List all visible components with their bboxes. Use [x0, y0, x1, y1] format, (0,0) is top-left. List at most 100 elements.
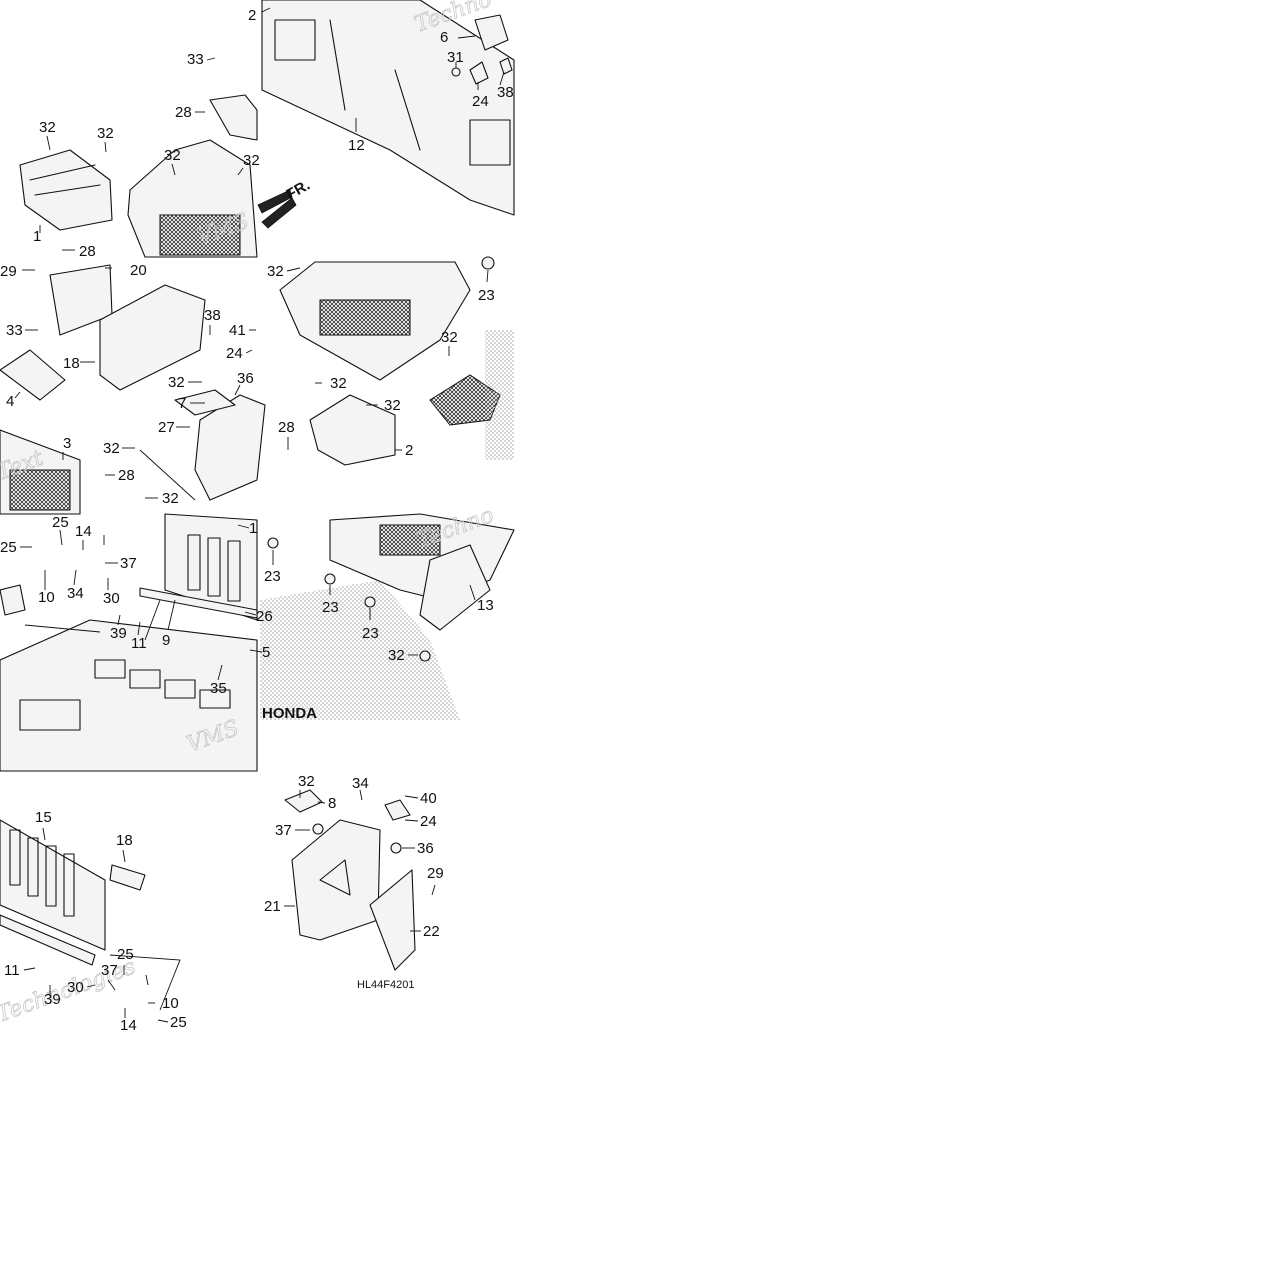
callout-label: 29: [427, 865, 444, 882]
callout-label: 32: [168, 374, 185, 391]
callout-label: 1: [33, 228, 41, 245]
callout-label: 22: [423, 923, 440, 940]
callout-label: 30: [67, 979, 84, 996]
callout-label: 28: [79, 243, 96, 260]
part-20-mudguard: [291, 819, 381, 941]
callout-leader-line: [245, 349, 253, 354]
callout-label: 38: [497, 84, 514, 101]
callout-leader-line: [107, 979, 116, 991]
callout-label: 10: [38, 589, 55, 606]
callout-leader-line: [104, 141, 107, 153]
callout-leader-line: [431, 884, 436, 896]
callout-label: 2: [248, 7, 256, 24]
callout-label: 32: [330, 375, 347, 392]
callout-label: 4: [6, 393, 14, 410]
callout-label: 36: [237, 370, 254, 387]
callout-label: 33: [6, 322, 23, 339]
callout-label: 14: [75, 523, 92, 540]
callout-label: 2: [405, 442, 413, 459]
part-side-guard: [194, 394, 266, 501]
callout-label: 23: [264, 568, 281, 585]
callout-label: 37: [101, 962, 118, 979]
callout-label: 23: [362, 625, 379, 642]
callout-leader-line: [244, 611, 257, 616]
callout-label: 31: [447, 49, 464, 66]
callout-leader-line: [59, 529, 63, 546]
callout-leader-line: [14, 391, 21, 399]
callout-label: 24: [226, 345, 243, 362]
callout-label: 6: [440, 29, 448, 46]
callout-label: 32: [162, 490, 179, 507]
callout-label: 28: [278, 419, 295, 436]
part-15-tailgate: [0, 819, 106, 951]
callout-label: 3: [63, 435, 71, 452]
callout-leader-line: [217, 664, 223, 681]
callout-leader-line: [404, 819, 419, 822]
callout-leader-line: [73, 569, 77, 586]
callout-label: 25: [52, 514, 69, 531]
part-18-side-box: [99, 284, 206, 391]
callout-leader-line: [171, 163, 176, 176]
callout-label: 39: [44, 991, 61, 1008]
callout-leader-line: [249, 649, 263, 653]
callout-leader-line: [486, 269, 489, 283]
callout-leader-line: [457, 35, 476, 39]
callout-label: 26: [256, 608, 273, 625]
callout-label: 36: [417, 840, 434, 857]
callout-label: 24: [472, 93, 489, 110]
callout-label: 5: [262, 644, 270, 661]
callout-leader-line: [157, 1019, 169, 1023]
callout-leader-line: [122, 849, 126, 863]
callout-label: 33: [187, 51, 204, 68]
callout-label: 39: [110, 625, 127, 642]
callout-label: 25: [117, 946, 134, 963]
callout-label: 32: [388, 647, 405, 664]
callout-label: 41: [229, 322, 246, 339]
part-bed-floor: [0, 619, 258, 772]
callout-label: 32: [384, 397, 401, 414]
callout-leader-line: [261, 7, 271, 13]
callout-label: 20: [130, 262, 147, 279]
callout-label: 27: [158, 419, 175, 436]
part-2-guard: [309, 394, 396, 466]
callout-leader-line: [167, 599, 176, 631]
callout-leader-line: [237, 167, 244, 176]
callout-label: 13: [477, 597, 494, 614]
callout-label: 34: [67, 585, 84, 602]
part-8-clip: [284, 789, 323, 813]
callout-label: 14: [120, 1017, 137, 1034]
callout-label: 29: [0, 263, 17, 280]
tile-lower-right: HONDA: [260, 513, 515, 722]
callout-leader-line: [499, 71, 505, 86]
tile-top-right: [261, 0, 515, 216]
callout-leader-line: [117, 614, 121, 626]
callout-leader-line: [359, 789, 363, 801]
callout-label: 18: [63, 355, 80, 372]
callout-label: 32: [298, 773, 315, 790]
callout-label: 32: [441, 329, 458, 346]
part-4-bracket: [0, 349, 66, 401]
callout-label: 23: [322, 599, 339, 616]
callout-label: 24: [420, 813, 437, 830]
callout-label: 9: [162, 632, 170, 649]
callout-label: 15: [35, 809, 52, 826]
callout-label: 32: [267, 263, 284, 280]
part-12-rear-panel: [261, 0, 515, 216]
callout-label: 38: [204, 307, 221, 324]
callout-leader-line: [404, 795, 419, 799]
tile-bottom-left: [0, 819, 181, 1011]
callout-label: 32: [103, 440, 120, 457]
tile-bottom-right: HL44F4201: [284, 789, 416, 991]
callout-label: 7: [178, 395, 186, 412]
callout-leader-line: [286, 267, 301, 272]
callout-label: 11: [4, 962, 20, 979]
callout-label: 40: [420, 790, 437, 807]
callout-label: 25: [170, 1014, 187, 1031]
callout-label: 32: [39, 119, 56, 136]
callout-leader-line: [145, 974, 149, 986]
tile-middle-left: [0, 264, 266, 515]
callout-label: 8: [328, 795, 336, 812]
callout-label: 28: [118, 467, 135, 484]
